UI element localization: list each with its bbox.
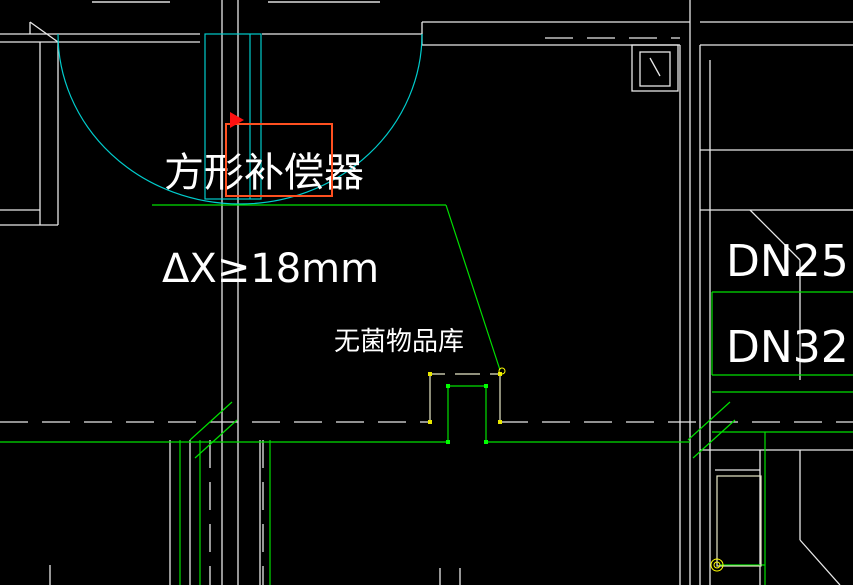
dn25-label[interactable]: DN25 bbox=[726, 236, 849, 287]
door-swing bbox=[57, 33, 423, 205]
dashed-walls bbox=[0, 37, 853, 585]
selection-grip-icon[interactable] bbox=[230, 112, 244, 128]
valve-marker-inner bbox=[713, 561, 721, 569]
delta-x-label[interactable]: ΔX≥18mm bbox=[162, 246, 379, 292]
pipes bbox=[0, 204, 853, 585]
grip-points[interactable] bbox=[428, 372, 502, 444]
dn32-label[interactable]: DN32 bbox=[726, 322, 849, 373]
valve-marker[interactable] bbox=[710, 558, 724, 572]
selection-box[interactable] bbox=[225, 123, 333, 197]
endpoint-marker[interactable] bbox=[498, 367, 506, 375]
room-label[interactable]: 无菌物品库 bbox=[334, 327, 464, 357]
compensator-label[interactable]: 方形补偿器 bbox=[164, 150, 364, 196]
